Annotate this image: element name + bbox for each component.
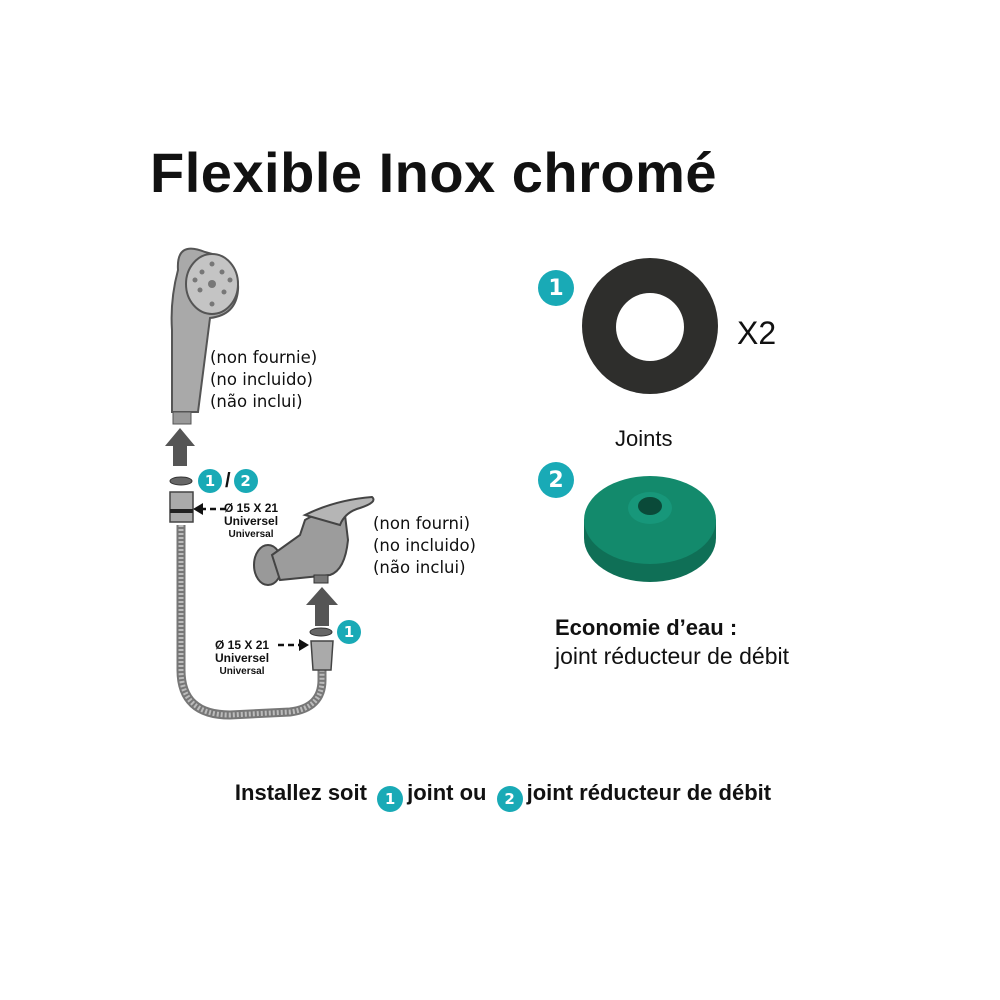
page-title: Flexible Inox chromé <box>150 141 718 204</box>
arrow-up-icon <box>165 428 195 466</box>
washer-icon <box>309 627 333 637</box>
economy-title: Economie d’eau : <box>555 615 738 640</box>
badge-group-1-2: 1 / 2 <box>198 469 258 493</box>
hose-nut-top <box>169 491 194 523</box>
spec-line: Universal <box>228 529 274 540</box>
instruction-text: Installez soit <box>234 780 367 805</box>
spec-size: Ø 15 X 21 <box>215 638 270 652</box>
badge-1: 1 <box>377 786 404 812</box>
badge-2: 2 <box>496 786 523 812</box>
note-line: (no incluido) <box>373 536 476 555</box>
spec-line: Universal <box>219 666 265 677</box>
badge-2: 2 <box>538 462 574 498</box>
instruction-text: joint réducteur de débit <box>526 780 772 805</box>
slash: / <box>225 469 231 492</box>
badge-1: 1 <box>538 270 574 306</box>
spec-line: Universel <box>215 651 270 665</box>
flow-reducer-washer-image <box>584 476 716 582</box>
spec-line: Universel <box>224 514 279 528</box>
arrow-up-icon <box>306 587 338 626</box>
faucet-note: (non fourni) (no incluido) (não inclui) <box>373 513 476 579</box>
faucet <box>253 495 375 586</box>
badge-1: 1 <box>337 620 361 644</box>
joints-label: Joints <box>615 426 673 451</box>
quantity-label: X2 <box>737 315 777 351</box>
shower-head-note: (non fournie) (no incluido) (não inclui) <box>210 347 317 413</box>
note-line: (não inclui) <box>373 558 466 577</box>
instruction-text: joint ou <box>407 780 487 805</box>
connector-spec-top: Ø 15 X 21 Universel Universal <box>224 502 278 541</box>
hose-nut-bottom <box>310 640 334 671</box>
washer-icon <box>169 476 193 486</box>
shower-head <box>170 247 240 425</box>
note-line: (não inclui) <box>210 392 303 411</box>
economy-subtitle: joint réducteur de débit <box>555 643 789 669</box>
badge-2: 2 <box>233 469 258 493</box>
note-line: (no incluido) <box>210 370 313 389</box>
rubber-washer-image <box>582 258 718 394</box>
spec-size: Ø 15 X 21 <box>224 501 279 515</box>
note-line: (non fournie) <box>210 348 318 367</box>
note-line: (non fourni) <box>373 514 471 533</box>
badge-1: 1 <box>198 469 222 493</box>
connector-spec-bottom: Ø 15 X 21 Universel Universal <box>215 639 269 678</box>
